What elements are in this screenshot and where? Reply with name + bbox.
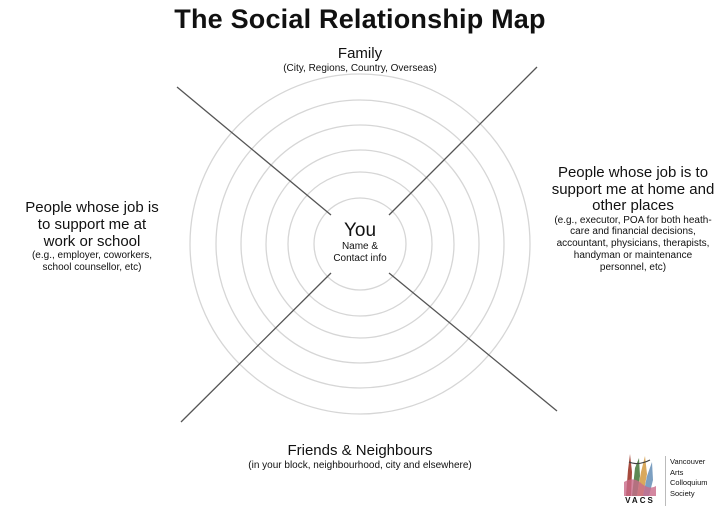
vacs-logo: VACS Vancouver Arts Colloquium Society (620, 448, 720, 507)
page-title: The Social Relationship Map (174, 4, 546, 34)
vacs-logo-artwork (624, 454, 656, 496)
family-title: Family (337, 45, 383, 62)
home-subtitle-line: handyman or maintenance (573, 249, 693, 261)
logo-divider (665, 456, 666, 506)
home-title-line: other places (592, 197, 674, 214)
ring-2 (265, 149, 455, 339)
work-subtitle-line: (e.g., employer, coworkers, (31, 250, 153, 261)
home-subtitle-line: care and financial decisions, (570, 226, 696, 238)
ring-4 (215, 99, 505, 389)
friends-title: Friends & Neighbours (287, 442, 433, 459)
home-title-line: People whose job is to (557, 164, 709, 181)
you-label: You (343, 220, 377, 241)
center-label: You Name & Contact info (310, 221, 410, 265)
work-title-line: work or school (43, 233, 141, 250)
home-subtitle-line: accountant, physicians, therapists, (556, 238, 710, 250)
home-support-sector-label: People whose job is to support me at hom… (548, 164, 718, 273)
logo-name-line: Vancouver (670, 457, 706, 466)
divider-lower-right (388, 272, 558, 412)
home-subtitle-line: (e.g., executor, POA for both heath- (554, 214, 712, 226)
work-title-line: People whose job is (25, 199, 159, 216)
logo-name-line: Colloquium (670, 478, 708, 487)
friends-sector-label: Friends & Neighbours (in your block, nei… (200, 442, 520, 472)
center-ring (313, 197, 407, 291)
ring-3 (240, 124, 480, 364)
ring-1 (287, 171, 433, 317)
work-school-sector-label: People whose job is to support me at wor… (2, 199, 182, 274)
contact-note: Contact info (333, 253, 387, 264)
name-note: Name & (341, 241, 379, 252)
home-subtitle-line: personnel, etc) (599, 261, 667, 273)
friends-subtitle: (in your block, neighbourhood, city and … (248, 460, 472, 471)
work-title-line: to support me at (37, 216, 147, 233)
ring-5 (189, 73, 531, 415)
logo-name-line: Society (670, 488, 695, 498)
logo-name-line: Arts (670, 467, 684, 477)
divider-upper-right (388, 66, 538, 216)
vacs-acronym: VACS (625, 496, 655, 505)
home-title-line: support me at home and (551, 180, 715, 198)
divider-lower-left (180, 272, 332, 423)
family-subtitle: (City, Regions, Country, Overseas) (283, 63, 437, 74)
work-subtitle-line: school counsellor, etc) (42, 262, 142, 273)
divider-upper-left (176, 86, 332, 216)
family-sector-label: Family (City, Regions, Country, Overseas… (210, 45, 510, 75)
